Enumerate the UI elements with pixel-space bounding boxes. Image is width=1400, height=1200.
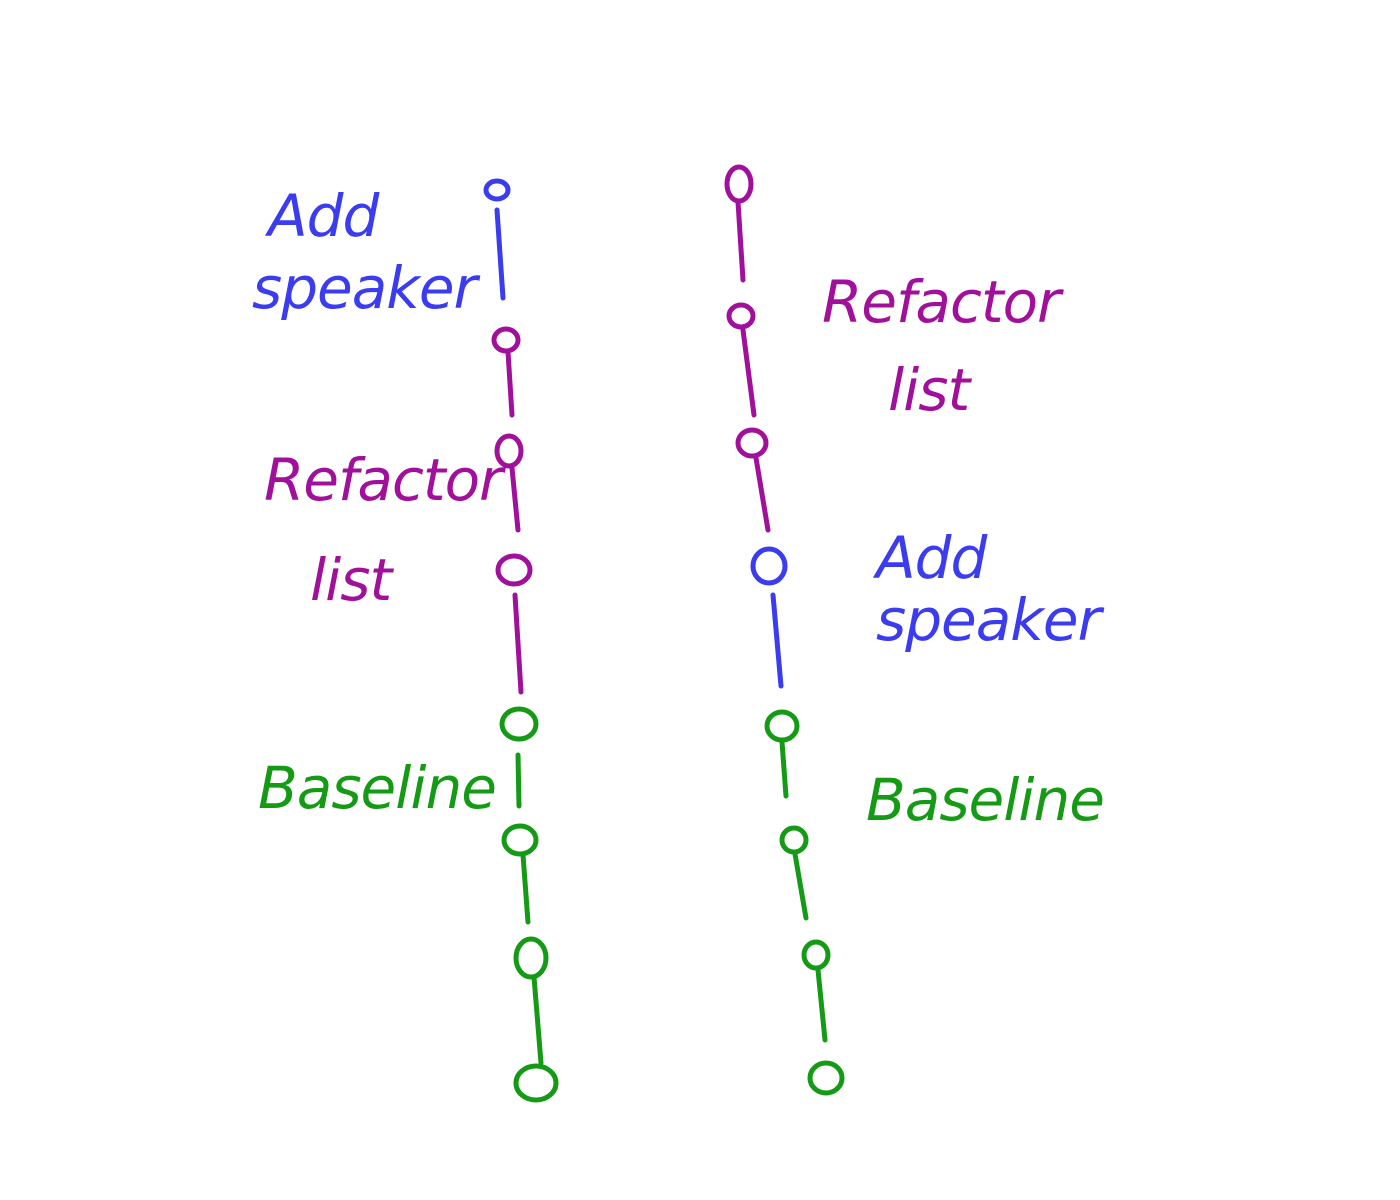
- right-label-list: list: [888, 356, 972, 424]
- left-link-refactor-3: [512, 592, 524, 695]
- right-link-refactor-3: [753, 455, 771, 533]
- right-link-refactor-2: [740, 327, 757, 418]
- left-link-speaker: [494, 207, 506, 301]
- right-commit-node: [724, 164, 754, 204]
- right-commit-node: [779, 825, 809, 855]
- right-commit-node: [726, 302, 756, 330]
- left-link-refactor-2: [509, 465, 521, 533]
- left-commit-chain: [483, 178, 559, 1103]
- left-commit-node: [483, 178, 511, 202]
- left-link-baseline-3: [531, 974, 544, 1066]
- right-link-baseline-2: [792, 851, 809, 921]
- left-history-labels: Add speaker Refactor list Baseline: [252, 182, 507, 822]
- left-label-refactor: Refactor: [264, 446, 506, 514]
- left-label-list: list: [310, 546, 394, 614]
- right-commit-node: [750, 546, 788, 586]
- left-commit-node: [501, 823, 539, 857]
- left-commit-node: [494, 433, 524, 469]
- left-commit-node: [513, 936, 549, 980]
- right-link-baseline-3: [815, 967, 828, 1043]
- left-label-speaker: speaker: [252, 254, 481, 322]
- left-label-add: Add: [264, 182, 380, 250]
- right-link-speaker: [770, 592, 784, 689]
- right-commit-node: [764, 709, 800, 743]
- right-history-labels: Refactor list Add speaker Baseline: [822, 268, 1106, 834]
- right-label-refactor: Refactor: [822, 268, 1064, 336]
- left-label-baseline: Baseline: [258, 754, 496, 822]
- right-label-add: Add: [872, 524, 988, 592]
- right-commit-node: [735, 427, 769, 459]
- right-link-baseline-1: [779, 739, 789, 799]
- left-commit-node: [499, 706, 539, 742]
- left-link-refactor-1: [505, 349, 515, 418]
- left-link-baseline-2: [520, 852, 531, 925]
- left-link-baseline-1: [515, 752, 522, 809]
- right-commit-node: [801, 939, 831, 971]
- right-link-refactor-1: [735, 199, 746, 283]
- left-commit-node: [491, 326, 521, 354]
- left-commit-node: [513, 1063, 559, 1103]
- right-commit-chain: [724, 164, 845, 1096]
- left-commit-node: [495, 553, 533, 587]
- right-label-baseline: Baseline: [866, 766, 1104, 834]
- right-label-speaker: speaker: [876, 586, 1105, 654]
- right-commit-node: [807, 1060, 845, 1096]
